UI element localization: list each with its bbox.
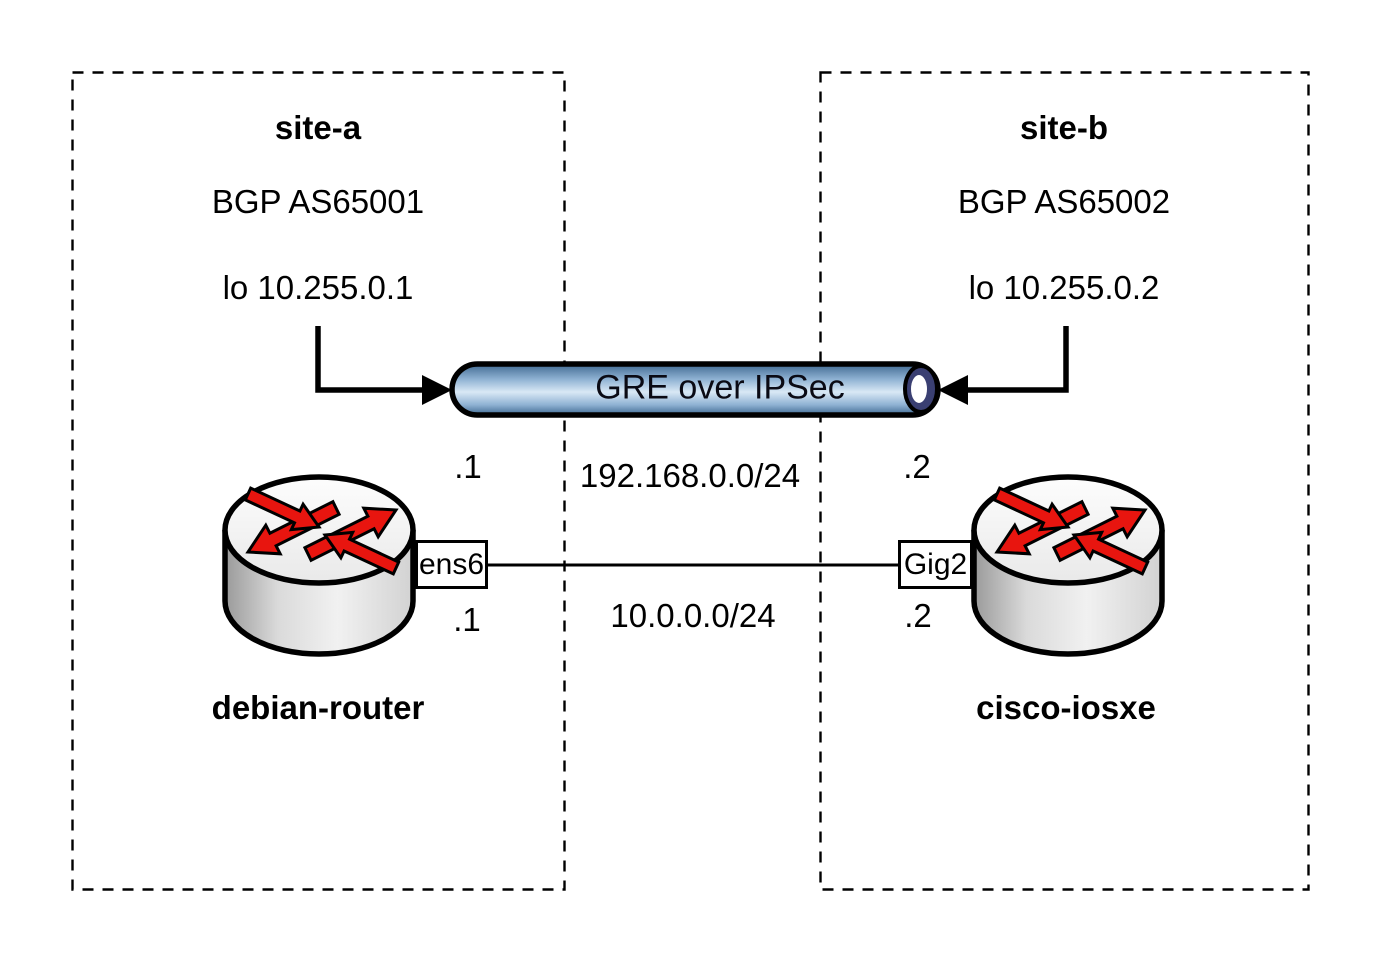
site-a-loopback: lo 10.255.0.1 [222, 268, 414, 306]
site-a-bgp-as: BGP AS65001 [211, 182, 425, 220]
tunnel-opening-hole [911, 375, 927, 403]
interface-box-gig2: Gig2 [898, 540, 973, 589]
loopback-a-arrowhead-icon [422, 375, 452, 405]
tunnel-label: GRE over IPSec [595, 368, 845, 407]
site-b-boundary [819, 71, 1310, 891]
loopback-b-connector [966, 326, 1069, 393]
gre-tunnel-icon [449, 361, 941, 418]
site-b-bgp-as: BGP AS65002 [957, 182, 1171, 220]
site-a-boundary [71, 71, 566, 891]
site-a-title: site-a [274, 108, 362, 146]
interface-label-gig2: Gig2 [903, 547, 968, 581]
link-ip-a: .1 [453, 600, 481, 638]
interface-label-ens6: ens6 [418, 547, 485, 581]
interface-box-ens6: ens6 [415, 540, 488, 589]
router-icon-cisco [974, 477, 1162, 654]
tunnel-ip-a: .1 [454, 447, 482, 485]
link-ip-b: .2 [904, 596, 932, 634]
tunnel-subnet: 192.168.0.0/24 [579, 456, 801, 494]
site-b-title: site-b [1019, 108, 1109, 146]
router-name-debian: debian-router [211, 688, 425, 726]
loopback-a-connector [315, 326, 424, 393]
loopback-b-arrowhead-icon [938, 375, 968, 405]
tunnel-ip-b: .2 [903, 447, 931, 485]
router-icon-debian [225, 477, 413, 654]
link-subnet: 10.0.0.0/24 [610, 596, 776, 634]
site-b-loopback: lo 10.255.0.2 [968, 268, 1160, 306]
router-name-cisco: cisco-iosxe [976, 688, 1156, 726]
